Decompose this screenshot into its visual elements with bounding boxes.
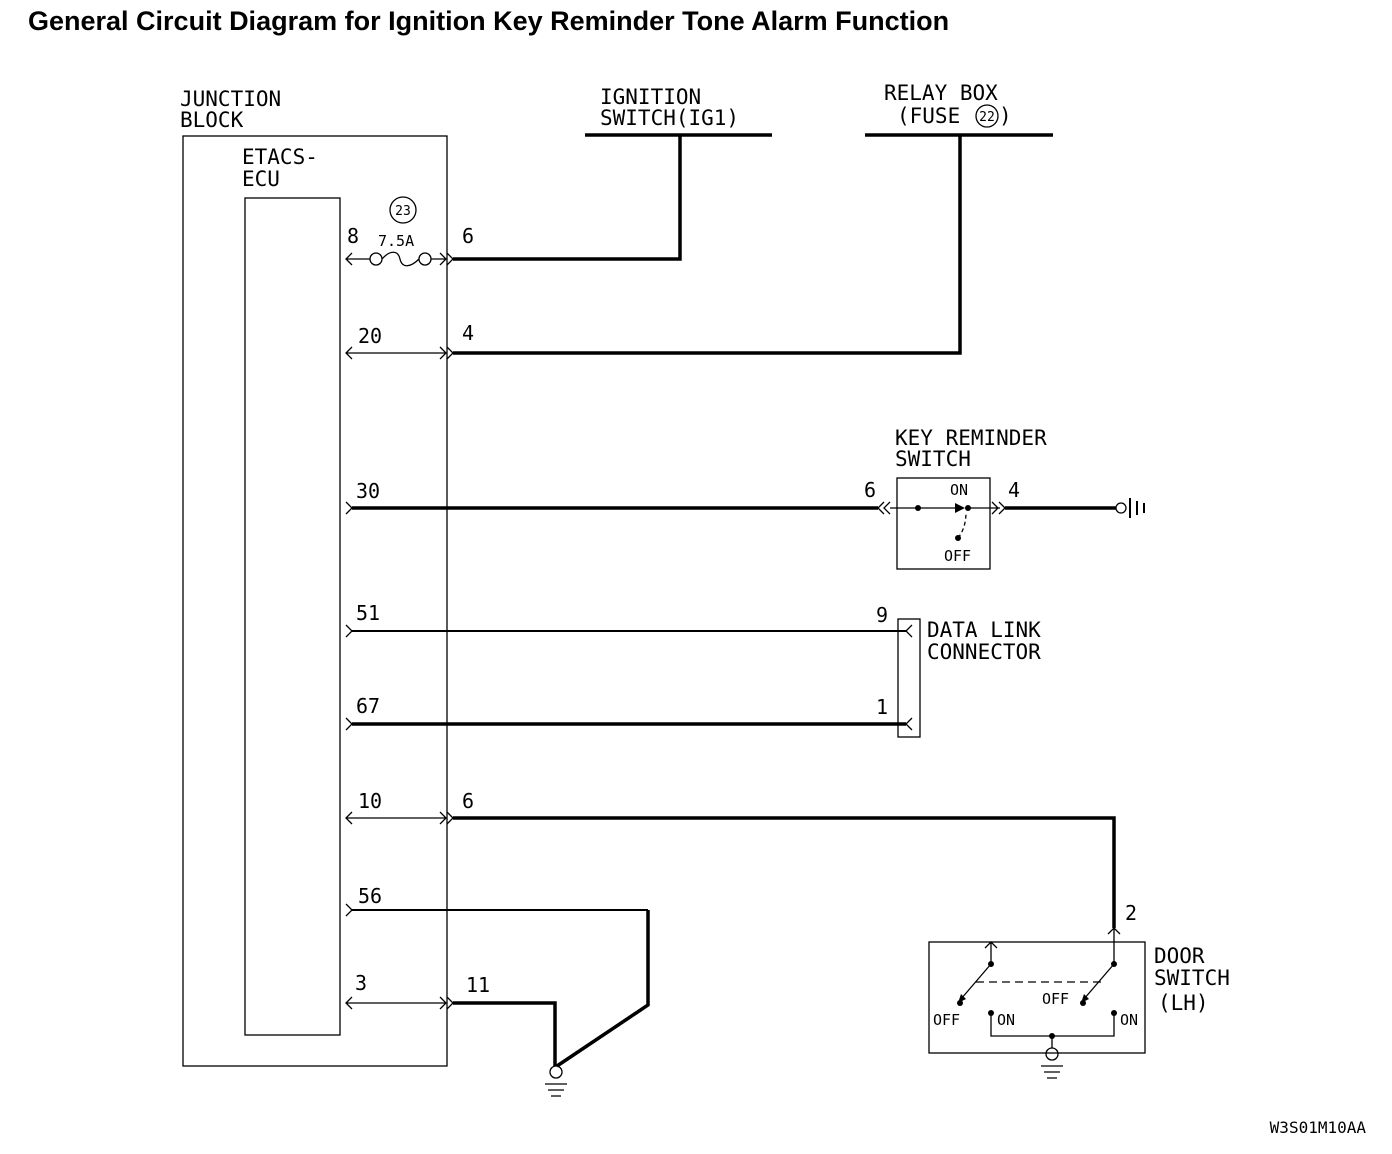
door-switch-ground-terminal (1045, 1047, 1059, 1061)
wire-relay-box (453, 135, 962, 355)
fuse-22-circle (975, 104, 999, 128)
ecu-terminal-67 (345, 717, 353, 731)
key-reminder-off: OFF (944, 547, 971, 565)
door-switch-label-1: DOOR (1154, 944, 1205, 968)
jb-pin-6-bottom: 6 (462, 789, 474, 813)
internal-wire-3-11 (345, 996, 454, 1010)
key-reminder-node (915, 505, 921, 511)
door-switch-label-3: (LH) (1158, 991, 1209, 1015)
door-switch-off-contact-left (957, 1000, 963, 1006)
key-reminder-arrow (955, 503, 965, 513)
ecu-pin-3: 3 (355, 971, 367, 995)
door-switch-terminal-2 (1107, 927, 1121, 962)
ground-icon (545, 1083, 567, 1097)
key-reminder-terminal-6 (877, 501, 891, 515)
ecu-terminal-56 (345, 903, 353, 917)
fuse-terminal-right (418, 252, 432, 266)
relay-box-label-1: RELAY BOX (884, 81, 998, 105)
key-reminder-on: ON (950, 481, 968, 499)
body-ground-terminal (1115, 502, 1127, 514)
ecu-pin-56: 56 (358, 884, 382, 908)
data-link-pin-1: 1 (876, 695, 888, 719)
ecu-terminal-8 (345, 252, 370, 266)
door-switch-on-right: ON (1120, 1011, 1138, 1029)
door-switch-ground-icon (1041, 1065, 1063, 1079)
ecu-terminal-30 (345, 501, 353, 515)
body-ground-icon (1129, 498, 1145, 518)
key-reminder-pin-6: 6 (864, 478, 876, 502)
junction-block-label-2: BLOCK (180, 108, 244, 132)
junction-block-box (182, 135, 448, 1067)
fuse-23-circle (389, 196, 417, 224)
page-title: General Circuit Diagram for Ignition Key… (28, 6, 950, 36)
door-switch-off-contact-right (1080, 1000, 1086, 1006)
fuse-23-number: 23 (395, 204, 411, 219)
fuse-terminal-left (369, 252, 383, 266)
wire-door-switch (453, 816, 1116, 928)
door-switch-box (928, 941, 1146, 1054)
ecu-pin-8: 8 (347, 224, 359, 248)
ecu-pin-67: 67 (356, 694, 380, 718)
fuse-23-rating: 7.5A (378, 232, 414, 250)
junction-block-label-1: JUNCTION (180, 87, 281, 111)
ecu-label-1: ETACS- (242, 145, 318, 169)
door-switch-pin-2: 2 (1125, 901, 1137, 925)
door-switch-off-left: OFF (933, 1011, 960, 1029)
jb-pin-6-top: 6 (462, 224, 474, 248)
internal-wire-10-6 (345, 811, 454, 825)
jb-pin-4: 4 (462, 321, 474, 345)
key-reminder-on-contact (965, 505, 971, 511)
key-reminder-label-1: KEY REMINDER (895, 426, 1047, 450)
data-link-pin-9: 9 (876, 603, 888, 627)
data-link-terminals (905, 624, 913, 731)
key-reminder-switch-box (896, 477, 991, 570)
data-link-connector-box (897, 618, 921, 738)
ecu-pin-20: 20 (358, 324, 382, 348)
jb-terminal-6-top (431, 252, 454, 266)
fuse-22-number: 22 (979, 110, 995, 125)
ecu-pin-30: 30 (356, 479, 380, 503)
data-link-label-1: DATA LINK (927, 618, 1041, 642)
jb-pin-11: 11 (466, 973, 490, 997)
wire-11-ground (453, 1001, 557, 1066)
internal-wire-20-4 (345, 346, 454, 360)
wire-ignition (453, 135, 682, 261)
ecu-pin-51: 51 (356, 601, 380, 625)
ground-terminal (549, 1065, 563, 1079)
etacs-ecu-box (244, 197, 341, 1036)
ignition-switch-label-1: IGNITION (600, 85, 701, 109)
door-switch-off-right: OFF (1042, 990, 1069, 1008)
fuse-element (381, 251, 420, 267)
relay-box-label-close: ) (999, 104, 1012, 128)
door-switch-internal-terminal (984, 941, 998, 962)
ignition-switch-label-2: SWITCH(IG1) (600, 106, 739, 130)
door-switch-label-2: SWITCH (1154, 966, 1230, 990)
key-reminder-switch-arm (957, 511, 967, 539)
figure-code: W3S01M10AA (1270, 1118, 1367, 1137)
ecu-pin-10: 10 (358, 789, 382, 813)
data-link-label-2: CONNECTOR (927, 640, 1041, 664)
ecu-terminal-51 (345, 624, 353, 638)
door-switch-on-left: ON (997, 1011, 1015, 1029)
relay-box-label-2: (FUSE (897, 104, 960, 128)
key-reminder-pin-4: 4 (1008, 478, 1020, 502)
wire-56-ground (556, 910, 650, 1068)
key-reminder-internal (890, 501, 1006, 515)
ecu-label-2: ECU (242, 167, 280, 191)
key-reminder-label-2: SWITCH (895, 447, 971, 471)
